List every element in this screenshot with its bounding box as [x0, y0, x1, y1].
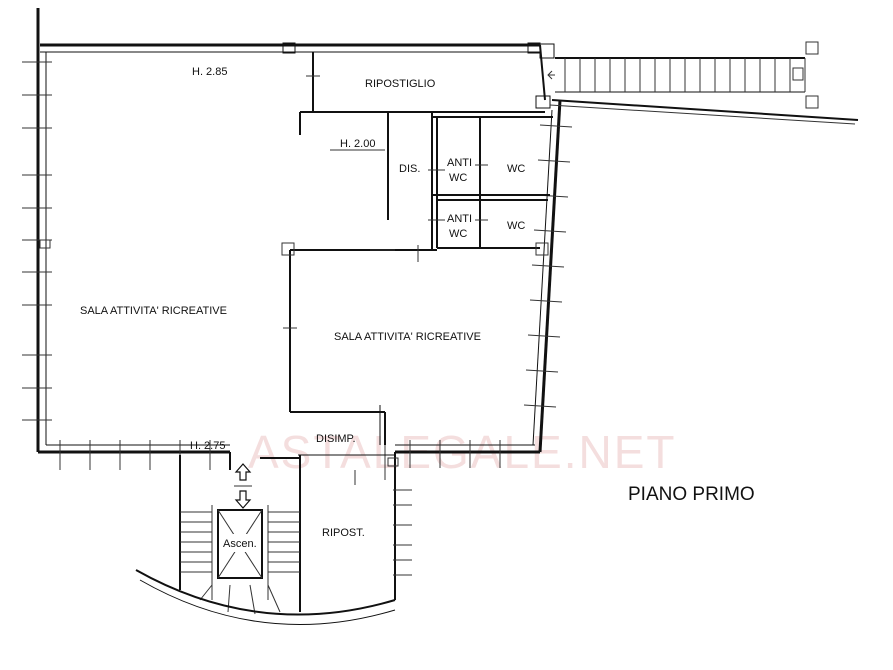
label-anti-1-top: ANTI	[447, 157, 472, 169]
outer-walls	[36, 8, 562, 454]
label-anti-1-bottom: WC	[449, 172, 467, 184]
label-anti-2-top: ANTI	[447, 213, 472, 225]
label-ripost: RIPOST.	[322, 527, 365, 539]
right-window-ticks	[523, 124, 573, 408]
floor-title: PIANO PRIMO	[628, 484, 755, 505]
interior-walls	[281, 52, 553, 445]
arrow-down-icon	[234, 490, 252, 509]
external-stair	[547, 41, 859, 125]
label-wc-1: WC	[507, 163, 525, 175]
label-dis: DIS.	[399, 163, 420, 175]
label-ripostiglio: RIPOSTIGLIO	[365, 78, 436, 90]
label-height-top: H. 2.85	[192, 66, 227, 78]
label-sala-right: SALA ATTIVITA' RICREATIVE	[334, 331, 481, 343]
left-window-ticks	[22, 61, 52, 421]
arrow-up-icon	[234, 463, 252, 481]
label-disimp: DISIMP.	[316, 433, 356, 445]
label-height-bottom: H. 2.75	[190, 440, 225, 452]
label-sala-left: SALA ATTIVITA' RICREATIVE	[80, 305, 227, 317]
label-height-mid: H. 2.00	[340, 138, 375, 150]
label-anti-2-bottom: WC	[449, 228, 467, 240]
label-ascen: Ascen.	[223, 538, 257, 550]
label-wc-2: WC	[507, 220, 525, 232]
stair-core	[135, 445, 412, 626]
